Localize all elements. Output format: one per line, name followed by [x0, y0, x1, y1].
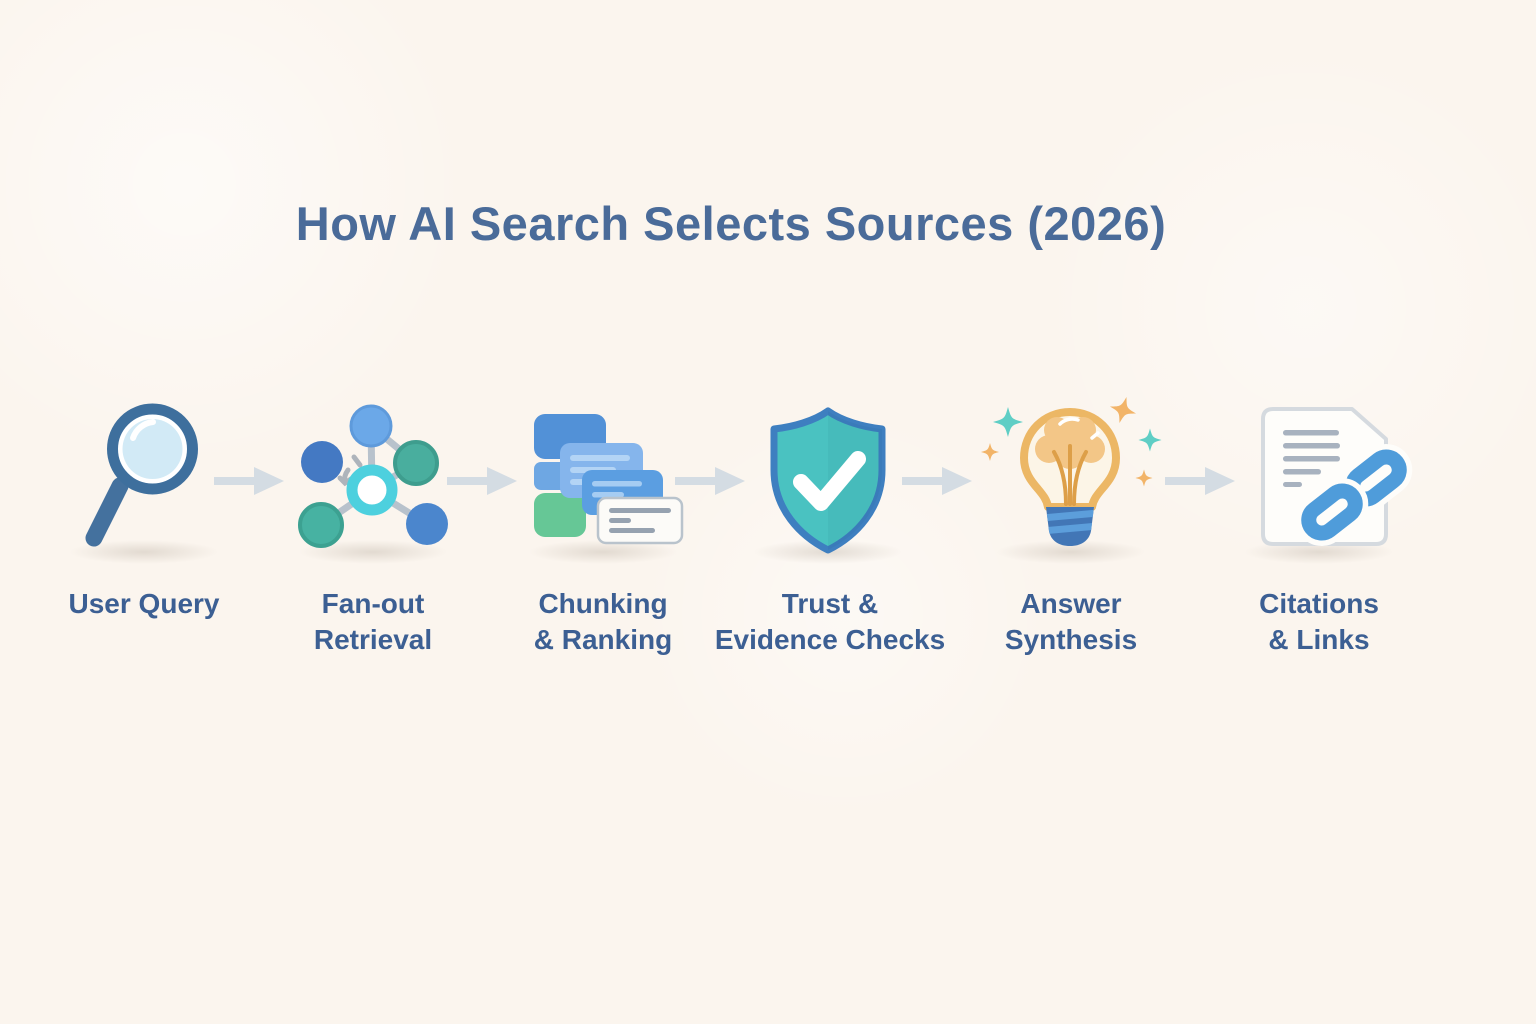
sparkle-teal [993, 407, 1023, 437]
bulb-base [1046, 507, 1094, 546]
sparkle-teal [1138, 428, 1162, 452]
flow-arrow-icon [675, 467, 745, 495]
fanout-network-icon [298, 404, 448, 548]
shield-shape [770, 407, 886, 554]
lens-highlight [130, 419, 156, 441]
label-line: & Ranking [533, 624, 673, 655]
magnifier-icon [85, 403, 198, 547]
node-upper-left [301, 441, 343, 483]
chain-link-lower [1295, 477, 1369, 547]
label-line: Citations [1259, 588, 1379, 619]
label-line: & Links [1268, 624, 1370, 655]
card-front [596, 496, 684, 545]
shield-check-icon [770, 407, 886, 554]
flow-arrow-icon [214, 467, 284, 495]
sparkle-orange [1135, 469, 1153, 487]
node-lower-left [298, 502, 344, 548]
flow-arrow-icon [447, 467, 517, 495]
checkmark [793, 451, 866, 511]
step-label-user-query: User Query [4, 586, 284, 622]
shield-shade [828, 411, 882, 550]
sparkles [981, 396, 1162, 487]
page-title: How AI Search Selects Sources (2026) [295, 197, 1167, 250]
lightbulb-idea-icon [981, 396, 1162, 546]
document-text-lines [1283, 430, 1340, 487]
flow-arrow-icon [1165, 467, 1235, 495]
sparkle-orange [1109, 396, 1137, 424]
tree-trunk [1052, 444, 1088, 506]
magnifier-handle [85, 477, 129, 547]
step-label-trust-evidence: Trust & Evidence Checks [690, 586, 970, 658]
label-line: Synthesis [1004, 624, 1138, 655]
label-line: User Query [68, 588, 220, 619]
label-line: Answer [1020, 588, 1122, 619]
chunk-bar-green [534, 493, 586, 537]
label-line: Retrieval [313, 624, 433, 655]
flow-arrow-icon [902, 467, 972, 495]
document-link-icon [1261, 407, 1413, 547]
label-line: Fan-out [321, 588, 425, 619]
stacked-documents-icon [534, 414, 684, 545]
crown-highlights [1058, 417, 1100, 440]
hub-ring [346, 464, 398, 516]
node-lower-right [406, 503, 448, 545]
step-label-chunking-ranking: Chunking & Ranking [463, 586, 743, 658]
label-line: Trust & [781, 588, 879, 619]
node-upper-right [393, 440, 439, 486]
node-top [349, 404, 393, 448]
sparkle-orange [981, 443, 999, 461]
label-line: Chunking [538, 588, 668, 619]
label-line: Evidence Checks [714, 624, 946, 655]
magnifier-lens [122, 419, 183, 479]
step-label-citations-links: Citations & Links [1179, 586, 1459, 658]
